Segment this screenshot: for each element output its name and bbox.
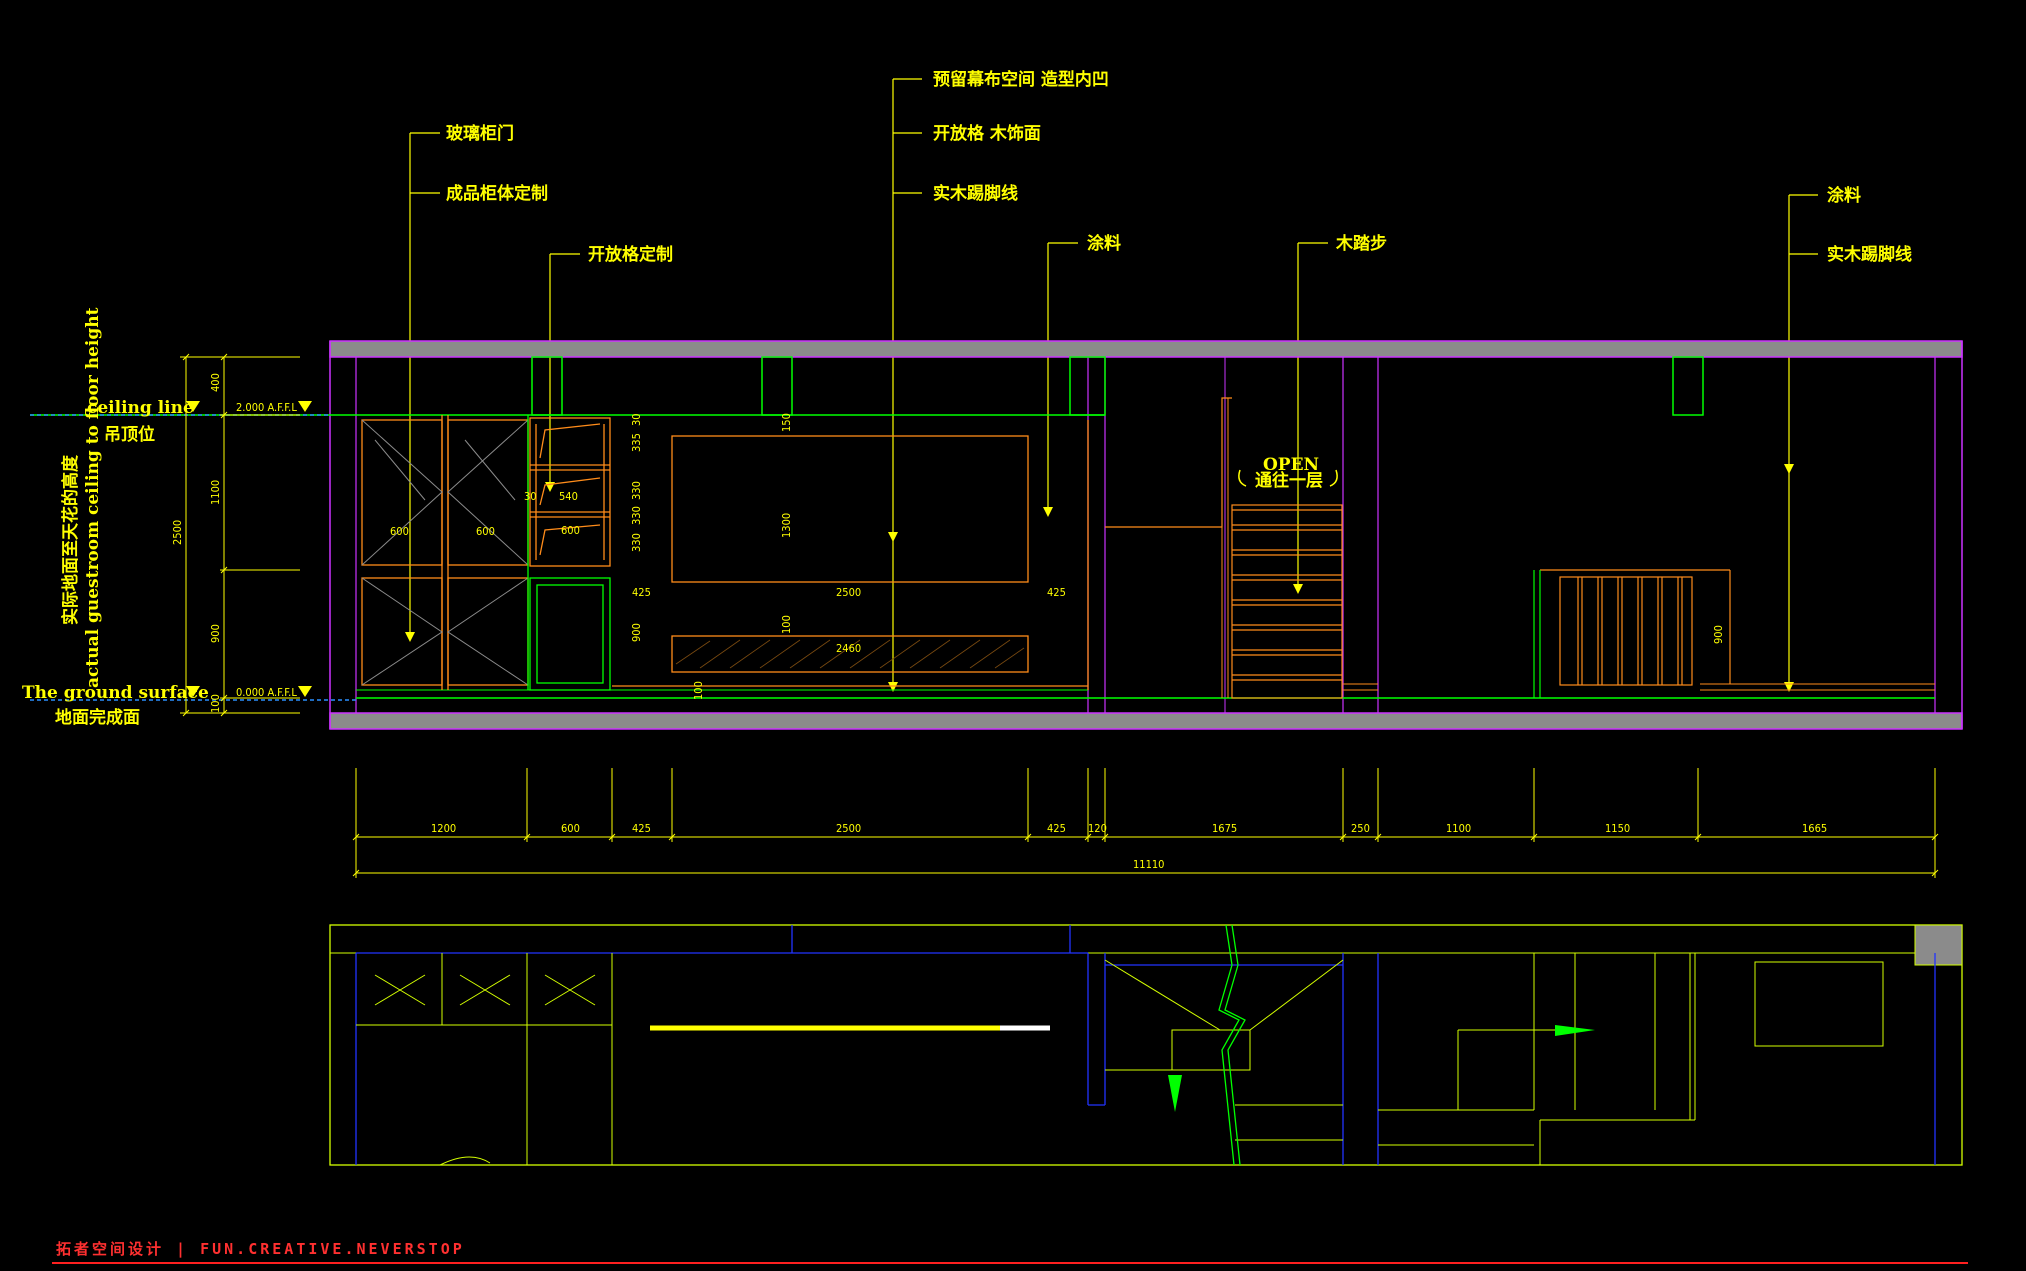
bottom-dimension-lines — [352, 768, 1939, 878]
dim-400: 400 — [209, 373, 222, 392]
left-dimension-lines — [180, 353, 300, 717]
dim-100-floor: 100 — [692, 681, 705, 700]
plan-view — [329, 924, 1963, 1166]
railing-bench — [1540, 569, 1731, 686]
level-lines — [30, 414, 1935, 701]
dim-1100: 1100 — [209, 480, 222, 505]
label-baseboard-mid: 实木踢脚线 — [933, 183, 1018, 204]
dim-540: 540 — [559, 490, 578, 503]
open-shelf — [529, 417, 611, 567]
height-label-en: actual guestroom ceiling to floor height — [83, 307, 103, 688]
glass-door-swing — [361, 419, 529, 686]
bottom-dimension-texts: 1200 600 425 2500 425 120 1675 250 1100 … — [431, 822, 1827, 871]
label-open-shelf-wood: 开放格 木饰面 — [933, 123, 1041, 144]
ground-finish-label: 地面完成面 — [55, 707, 140, 728]
stair-labels: OPEN 通往一层 — [1255, 455, 1323, 491]
seg-dim-1675: 1675 — [1212, 822, 1237, 835]
dim-425b: 425 — [1047, 586, 1066, 599]
label-screen-space: 预留幕布空间 造型内凹 — [933, 69, 1109, 90]
dim-100: 100 — [209, 694, 222, 713]
label-paint-mid: 涂料 — [1087, 233, 1121, 254]
dim-2460: 2460 — [836, 642, 861, 655]
seg-dim-120: 120 — [1088, 822, 1107, 835]
seg-dim-1100: 1100 — [1446, 822, 1471, 835]
label-glass-door: 玻璃柜门 — [446, 123, 514, 144]
dim-900-tv: 900 — [630, 623, 643, 642]
dim-v330b: 330 — [630, 506, 643, 525]
label-open-shelf-custom: 开放格定制 — [588, 244, 673, 265]
label-baseboard-right: 实木踢脚线 — [1827, 244, 1912, 265]
leader-lines — [409, 78, 1818, 690]
level-triangles — [186, 401, 312, 697]
dim-100-tv: 100 — [780, 615, 793, 634]
dim-600c: 600 — [561, 524, 580, 537]
dim-600b: 600 — [476, 525, 495, 538]
seg-dim-600: 600 — [561, 822, 580, 835]
dim-2500: 2500 — [171, 520, 184, 545]
label-paint-right: 涂料 — [1827, 185, 1861, 206]
dim-900: 900 — [209, 624, 222, 643]
ground-level-value: 0.000 A.F.F.L — [236, 686, 297, 699]
label-custom-cabinet: 成品柜体定制 — [446, 183, 548, 204]
stair-to-floor-label: 通往一层 — [1255, 470, 1323, 491]
ceiling-line-label: ceiling line — [87, 398, 194, 418]
seg-dim-1200: 1200 — [431, 822, 456, 835]
leader-arrows — [405, 464, 1794, 692]
callout-labels: 玻璃柜门 成品柜体定制 开放格定制 预留幕布空间 造型内凹 开放格 木饰面 实木… — [446, 69, 1912, 265]
seg-dim-425a: 425 — [632, 822, 651, 835]
seg-dim-2500: 2500 — [836, 822, 861, 835]
dim-v335: 335 — [630, 433, 643, 452]
room-outline — [329, 340, 1963, 730]
lower-shelf — [527, 415, 611, 691]
stair-open-label: OPEN — [1263, 455, 1319, 475]
dim-900-right: 900 — [1712, 625, 1725, 644]
dim-v330a: 330 — [630, 481, 643, 500]
total-dim-11110: 11110 — [1133, 858, 1164, 871]
label-wood-step: 木踏步 — [1335, 233, 1387, 254]
seg-dim-425b: 425 — [1047, 822, 1066, 835]
dim-425a: 425 — [632, 586, 651, 599]
ceiling-position-label: 吊顶位 — [104, 424, 155, 445]
elevation-dimension-texts: 600 600 540 600 30 150 1300 425 2500 425… — [390, 413, 1725, 700]
dim-1300: 1300 — [780, 513, 793, 538]
seg-dim-1150: 1150 — [1605, 822, 1630, 835]
screen-recess — [612, 420, 1089, 690]
dim-600a: 600 — [390, 525, 409, 538]
left-dimension-texts: 400 1100 900 100 2500 — [171, 373, 222, 713]
dim-v330c: 330 — [630, 533, 643, 552]
dim-30: 30 — [524, 490, 537, 503]
ceiling-bulkheads — [531, 356, 1704, 416]
seg-dim-250: 250 — [1351, 822, 1370, 835]
dim-150: 150 — [780, 413, 793, 432]
level-labels: ceiling line 吊顶位 2.000 A.F.F.L The groun… — [22, 307, 297, 728]
dim-v30: 30 — [630, 413, 643, 426]
stair-area — [1105, 397, 1378, 699]
dim-2500-tv: 2500 — [836, 586, 861, 599]
seg-dim-1665: 1665 — [1802, 822, 1827, 835]
railing-post — [1533, 570, 1541, 698]
ceiling-level-value: 2.000 A.F.F.L — [236, 401, 297, 414]
footer-brand: 拓者空间设计 | FUN.CREATIVE.NEVERSTOP — [56, 1240, 465, 1259]
height-label-cn: 实际地面至天花的高度 — [60, 454, 81, 625]
shelf-wood-hatch — [675, 639, 1025, 669]
ground-surface-label: The ground surface — [22, 683, 209, 703]
glass-cabinet — [361, 415, 529, 690]
